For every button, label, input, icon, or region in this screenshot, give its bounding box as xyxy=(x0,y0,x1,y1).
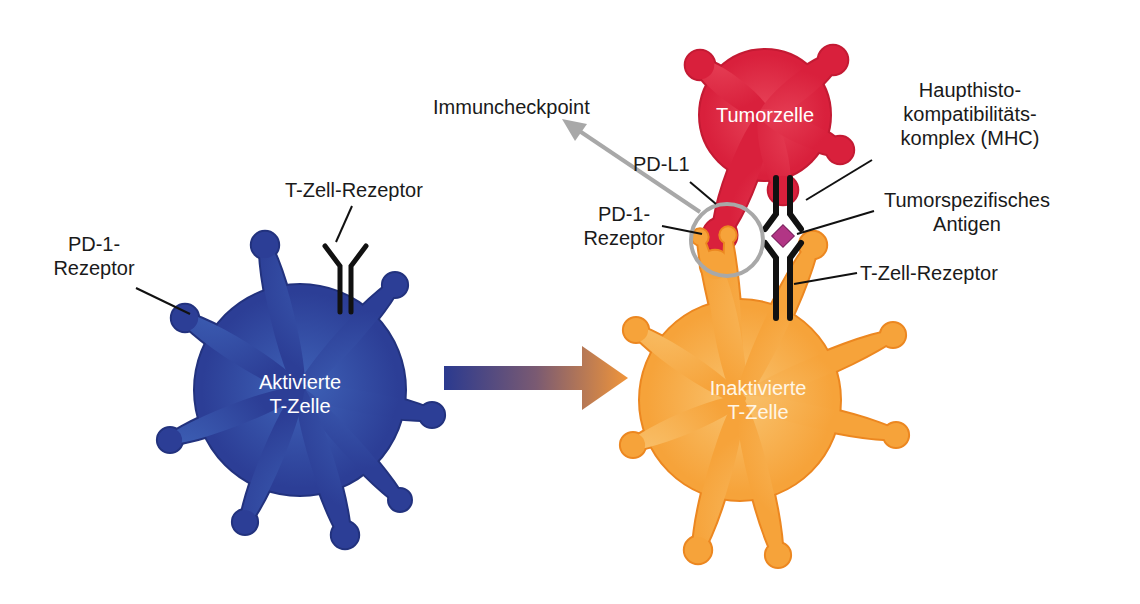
cell-node: Tumorzelle xyxy=(685,40,845,255)
cell-label: Tumorzelle xyxy=(705,103,825,127)
part-label: Immuncheckpoint xyxy=(433,95,590,119)
part-label: PD-1- Rezeptor xyxy=(48,232,140,280)
part-label: T-Zell-Rezeptor xyxy=(285,178,423,202)
cell-label: Aktivierte T-Zelle xyxy=(250,370,350,418)
checkpoint-arrow-line xyxy=(578,130,700,212)
part-label: PD-L1 xyxy=(633,152,690,176)
part-label: T-Zell-Rezeptor xyxy=(860,261,998,285)
cell-node: Aktivierte T-Zelle xyxy=(150,200,440,545)
checkpoint-arrow-head xyxy=(562,119,587,141)
part-label: Haupthisto- kompatibilitäts- komplex (MH… xyxy=(893,78,1047,150)
leader-lines xyxy=(136,160,874,314)
part-label: Tumorspezifisches Antigen xyxy=(878,188,1056,236)
cell-outline xyxy=(685,40,845,255)
cell-label: Inaktivierte T-Zelle xyxy=(704,376,812,424)
antigen-diamond xyxy=(772,225,795,248)
part-label: PD-1- Rezeptor xyxy=(578,202,670,250)
transition-arrow xyxy=(444,346,628,410)
